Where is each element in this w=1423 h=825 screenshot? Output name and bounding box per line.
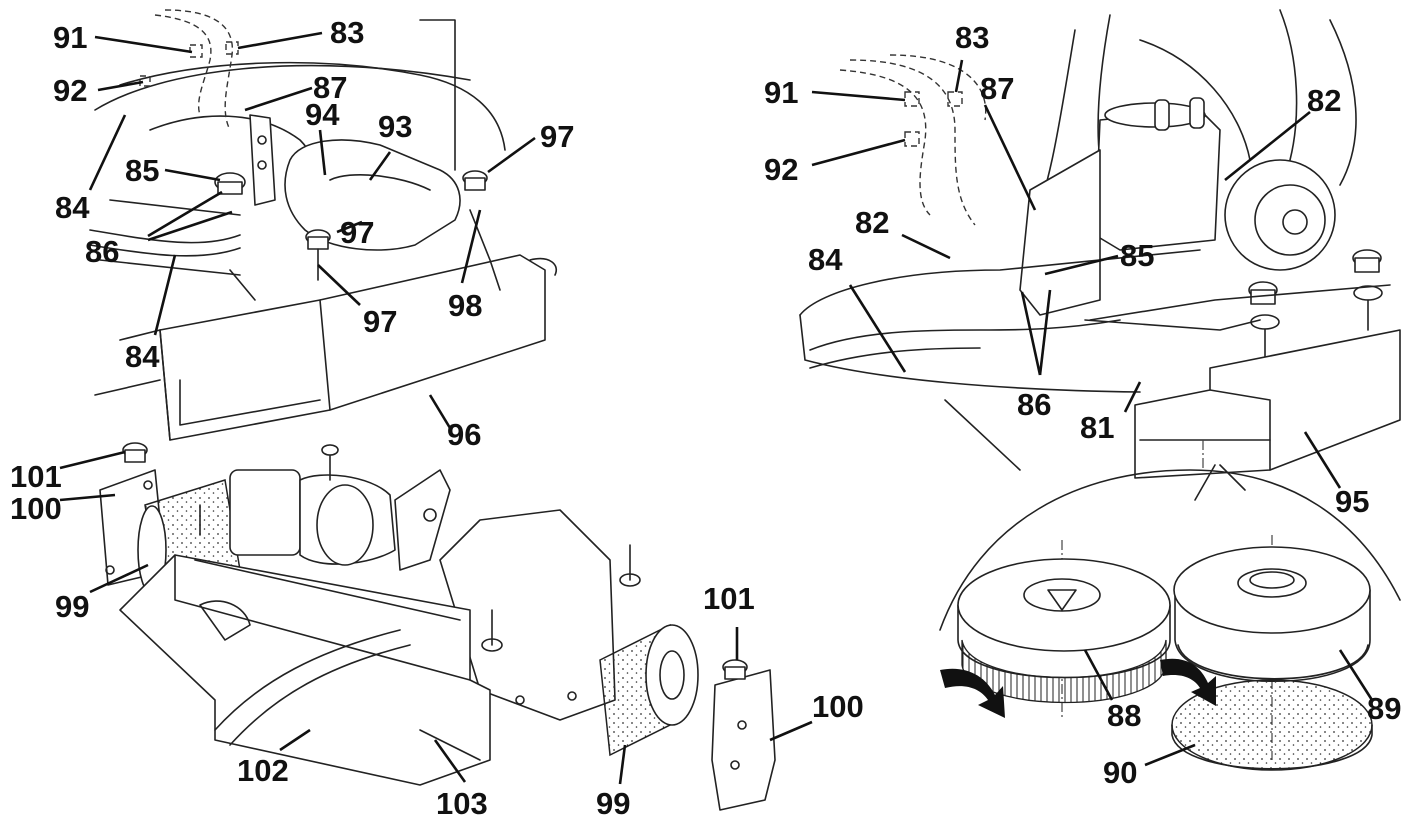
callout-label: 86 — [1017, 387, 1051, 422]
callout-label: 93 — [378, 109, 412, 144]
callout-label: 100 — [812, 689, 864, 724]
callout-label: 97 — [340, 215, 374, 250]
top-left-brush-deck-assembly — [89, 9, 557, 441]
callout-label: 101 — [10, 459, 62, 494]
callout-label: 85 — [1120, 238, 1154, 273]
callout-label: 83 — [330, 15, 364, 50]
callout-label: 87 — [980, 71, 1014, 106]
bottom-right-disc-detail — [940, 535, 1373, 771]
callout-label: 84 — [125, 339, 160, 374]
callout-label: 97 — [540, 119, 574, 154]
callout-labels: 91 83 92 87 94 93 97 85 84 86 97 84 97 9… — [10, 15, 1401, 821]
callout-label: 86 — [85, 234, 119, 269]
callout-label: 84 — [808, 242, 843, 277]
callout-label: 102 — [237, 753, 289, 788]
callout-label: 100 — [10, 491, 62, 526]
callout-label: 84 — [55, 190, 90, 225]
callout-label: 91 — [53, 20, 87, 55]
callout-label: 82 — [1307, 83, 1341, 118]
callout-label: 92 — [53, 73, 87, 108]
callout-label: 91 — [764, 75, 798, 110]
callout-label: 99 — [596, 786, 630, 820]
callout-label: 98 — [448, 288, 482, 323]
callout-label: 101 — [703, 581, 755, 616]
callout-label: 89 — [1367, 691, 1401, 726]
callout-label: 88 — [1107, 698, 1141, 733]
callout-label: 87 — [313, 70, 347, 105]
callout-label: 81 — [1080, 410, 1114, 445]
callout-label: 85 — [125, 153, 159, 188]
callout-label: 83 — [955, 20, 989, 55]
callout-label: 103 — [436, 786, 488, 820]
leader-lines — [59, 31, 1374, 785]
callout-label: 82 — [855, 205, 889, 240]
callout-label: 92 — [764, 152, 798, 187]
callout-label: 94 — [305, 97, 340, 132]
callout-label: 96 — [447, 417, 481, 452]
callout-label: 95 — [1335, 484, 1369, 519]
callout-label: 90 — [1103, 755, 1137, 790]
callout-label: 99 — [55, 589, 89, 624]
callout-label: 97 — [363, 304, 397, 339]
bottom-left-cylindrical-brush-assembly — [99, 442, 776, 811]
top-right-disc-deck-assembly — [799, 9, 1401, 631]
